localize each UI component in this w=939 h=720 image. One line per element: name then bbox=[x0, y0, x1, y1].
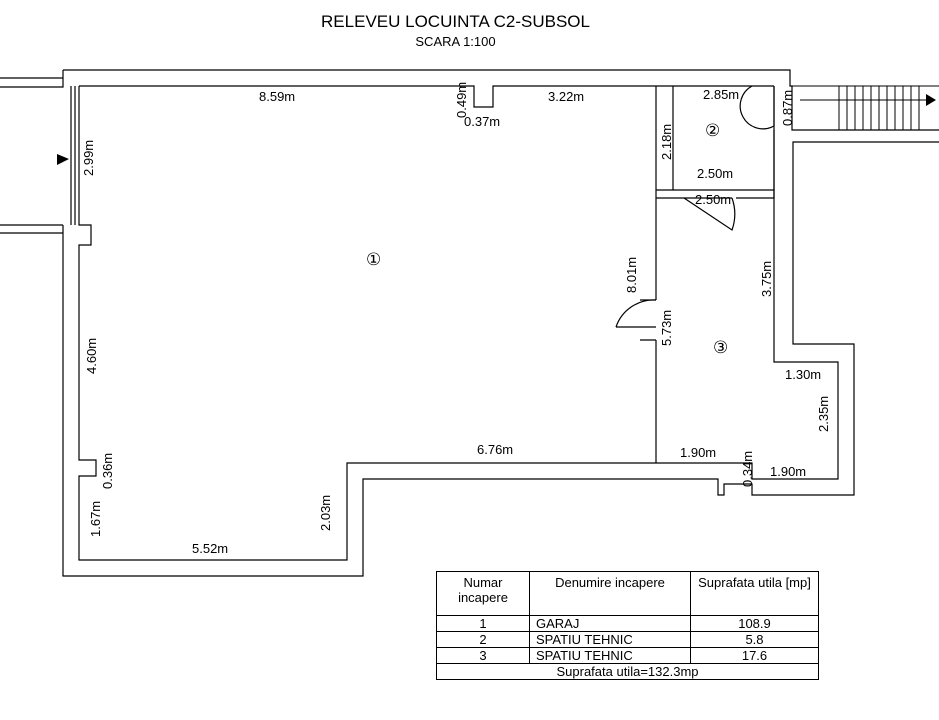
inner-wall-garage bbox=[79, 85, 774, 108]
dim-2-03: 2.03m bbox=[318, 495, 333, 531]
dim-2-18: 2.18m bbox=[659, 124, 674, 160]
door-swing-garage bbox=[615, 299, 657, 328]
header-area: Suprafata utila [mp] bbox=[690, 571, 819, 616]
dim-5-52: 5.52m bbox=[192, 541, 228, 556]
room-name-cell: GARAJ bbox=[529, 615, 691, 632]
dim-2-99: 2.99m bbox=[81, 140, 96, 176]
header-room-name: Denumire incapere bbox=[529, 571, 691, 616]
staircase bbox=[792, 85, 939, 130]
table-row: 3 SPATIU TEHNIC 17.6 bbox=[436, 647, 819, 664]
dim-1-90-right: 1.90m bbox=[770, 464, 806, 479]
header-room-number: Numar incapere bbox=[436, 571, 530, 616]
room-name-cell: SPATIU TEHNIC bbox=[529, 647, 691, 664]
dim-3-22: 3.22m bbox=[548, 89, 584, 104]
dim-2-35: 2.35m bbox=[816, 396, 831, 432]
room-area-cell: 5.8 bbox=[690, 631, 819, 648]
total-area: Suprafata utila=132.3mp bbox=[436, 663, 819, 680]
dim-8-01: 8.01m bbox=[624, 257, 639, 293]
dim-2-85: 2.85m bbox=[703, 87, 739, 102]
door-swing-room2 bbox=[683, 197, 736, 231]
area-table: Numar incapere Denumire incapere Suprafa… bbox=[436, 571, 819, 680]
room-area-cell: 17.6 bbox=[690, 647, 819, 664]
dim-0-37: 0.37m bbox=[464, 114, 500, 129]
dim-5-73: 5.73m bbox=[659, 310, 674, 346]
table-row: 2 SPATIU TEHNIC 5.8 bbox=[436, 631, 819, 648]
table-row: 1 GARAJ 108.9 bbox=[436, 615, 819, 632]
door-swing-entrance bbox=[739, 85, 775, 130]
room-number-1: ① bbox=[366, 250, 381, 270]
dim-6-76: 6.76m bbox=[477, 442, 513, 457]
room-area-cell: 108.9 bbox=[690, 615, 819, 632]
outer-wall-left-top bbox=[0, 70, 64, 88]
entrance-arrow-icon bbox=[57, 154, 69, 165]
room-number-3: ③ bbox=[713, 338, 728, 358]
outer-wall-right bbox=[62, 141, 939, 577]
partition-wall-horizontal bbox=[656, 189, 736, 199]
dim-2-50-bottom: 2.50m bbox=[695, 192, 731, 207]
left-window bbox=[70, 86, 76, 225]
dim-0-49: 0.49m bbox=[454, 82, 469, 118]
room-number-cell: 3 bbox=[436, 647, 530, 664]
dim-1-67: 1.67m bbox=[88, 501, 103, 537]
dim-8-59: 8.59m bbox=[259, 89, 295, 104]
dim-0-87: 0.87m bbox=[780, 90, 795, 126]
dim-2-50-top: 2.50m bbox=[697, 166, 733, 181]
dim-0-34: 0.34m bbox=[740, 451, 755, 487]
dim-3-75: 3.75m bbox=[759, 261, 774, 297]
stair-arrow-icon bbox=[926, 94, 936, 106]
outer-wall bbox=[63, 69, 939, 131]
room-name-cell: SPATIU TEHNIC bbox=[529, 631, 691, 648]
dim-0-36: 0.36m bbox=[100, 453, 115, 489]
plan-title: RELEVEU LOCUINTA C2-SUBSOL bbox=[321, 12, 590, 31]
room-number-2: ② bbox=[705, 121, 720, 141]
dim-1-90-left: 1.90m bbox=[680, 445, 716, 460]
room-number-cell: 2 bbox=[436, 631, 530, 648]
room-number-cell: 1 bbox=[436, 615, 530, 632]
dim-4-60: 4.60m bbox=[84, 338, 99, 374]
dim-1-30: 1.30m bbox=[785, 367, 821, 382]
table-total-row: Suprafata utila=132.3mp bbox=[436, 663, 819, 680]
plan-scale: SCARA 1:100 bbox=[415, 34, 496, 49]
